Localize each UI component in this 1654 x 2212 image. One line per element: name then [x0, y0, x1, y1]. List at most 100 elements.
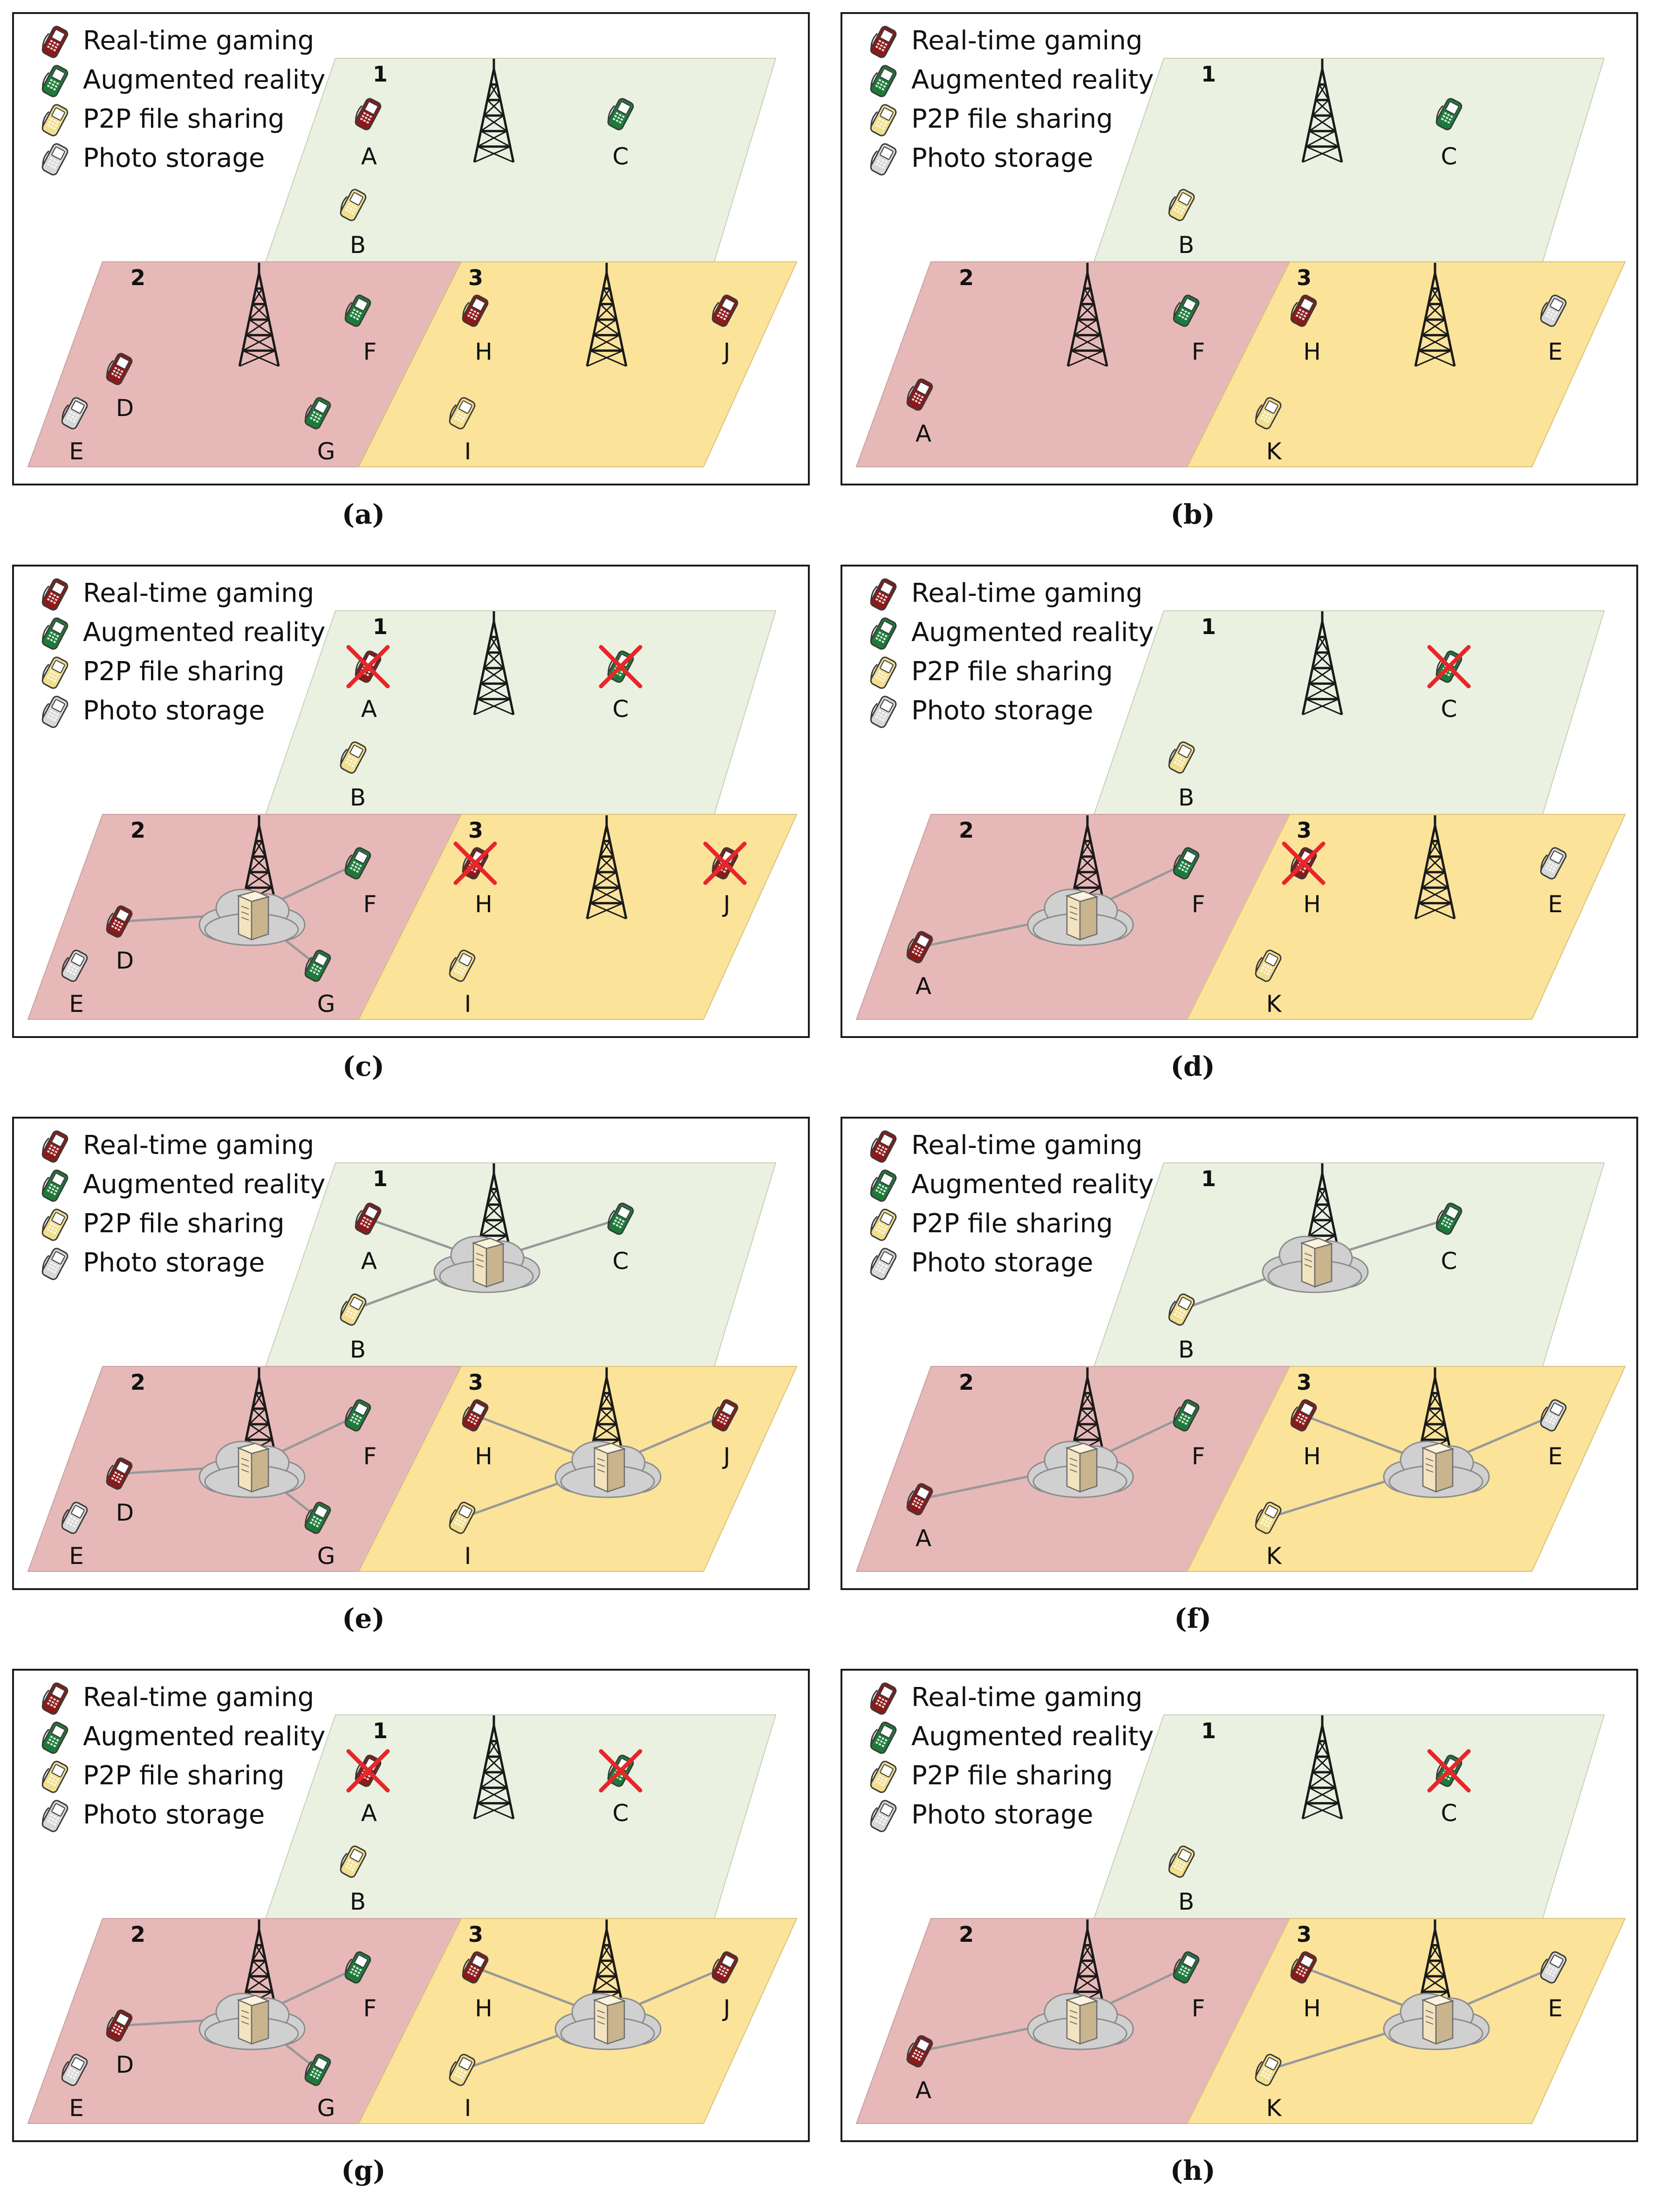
device-label-B: B — [350, 1888, 366, 1915]
legend-label: Photo storage — [83, 1248, 265, 1278]
gaming-phone-icon-A — [906, 378, 933, 411]
device-label-K: K — [1266, 2095, 1282, 2122]
legend-label: Real-time gaming — [83, 1130, 314, 1161]
legend-label: P2P file sharing — [911, 1208, 1113, 1239]
ar-phone-icon-F — [344, 1951, 371, 1984]
cell-tower-icon-1 — [473, 59, 515, 163]
device-label-F: F — [363, 1443, 377, 1470]
gaming-phone-icon-A — [355, 98, 382, 130]
legend-label: Real-time gaming — [911, 1682, 1143, 1713]
photo-phone-icon-E — [61, 949, 88, 982]
cell-tower-icon-3 — [586, 815, 628, 920]
device-label-I: I — [465, 438, 472, 465]
excluded-cross-icon-C — [599, 1749, 642, 1793]
cell-tower-icon-3 — [1414, 815, 1456, 920]
legend-label: Photo storage — [911, 696, 1094, 726]
gaming-phone-icon-H — [1290, 294, 1317, 327]
device-label-C: C — [613, 1248, 629, 1275]
device-label-B: B — [350, 1336, 366, 1363]
server-cloud-icon-2 — [198, 888, 306, 946]
legend-label: Photo storage — [911, 1800, 1094, 1830]
legend-label: Photo storage — [911, 143, 1094, 173]
gaming-phone-icon-legend-0 — [41, 578, 68, 611]
region-number-2: 2 — [959, 265, 974, 290]
device-label-H: H — [475, 1995, 492, 2022]
legend-label: P2P file sharing — [911, 104, 1113, 134]
gaming-phone-icon-A — [906, 2035, 933, 2068]
p2p-phone-icon-K — [1255, 397, 1282, 430]
region-1-area — [265, 58, 777, 262]
server-cloud-icon-3 — [1383, 1441, 1490, 1498]
cell-tower-icon-3 — [586, 263, 628, 367]
cell-tower-icon-1 — [1301, 59, 1343, 163]
ar-phone-icon-F — [1173, 1951, 1200, 1984]
device-label-F: F — [363, 338, 377, 365]
photo-phone-icon-legend-3 — [41, 143, 68, 176]
region-number-2: 2 — [130, 1370, 145, 1395]
legend-label: Augmented reality — [911, 65, 1154, 95]
ar-phone-icon-legend-1 — [41, 65, 68, 97]
excluded-cross-icon-A — [346, 645, 390, 689]
ar-phone-icon-legend-1 — [870, 1169, 897, 1202]
gaming-phone-icon-A — [355, 1202, 382, 1235]
photo-phone-icon-legend-3 — [870, 1248, 897, 1280]
photo-phone-icon-E — [61, 397, 88, 430]
device-label-D: D — [116, 2051, 134, 2078]
device-label-I: I — [465, 990, 472, 1017]
device-label-F: F — [363, 891, 377, 918]
gaming-phone-icon-H — [462, 1951, 489, 1984]
device-label-H: H — [1303, 338, 1321, 365]
region-number-3: 3 — [1297, 265, 1312, 290]
photo-phone-icon-legend-3 — [870, 1800, 897, 1832]
region-number-1: 1 — [1201, 614, 1216, 639]
cell-tower-icon-1 — [473, 1715, 515, 1820]
photo-phone-icon-legend-3 — [41, 696, 68, 728]
legend-label: P2P file sharing — [83, 104, 285, 134]
p2p-phone-icon-legend-2 — [870, 656, 897, 689]
ar-phone-icon-legend-1 — [41, 1169, 68, 1202]
device-label-G: G — [317, 990, 335, 1017]
gaming-phone-icon-H — [462, 294, 489, 327]
region-number-2: 2 — [959, 1370, 974, 1395]
device-label-I: I — [465, 1543, 472, 1570]
ar-phone-icon-F — [344, 294, 371, 327]
excluded-cross-icon-A — [346, 1749, 390, 1793]
p2p-phone-icon-B — [340, 741, 367, 774]
legend-label: Augmented reality — [83, 1721, 326, 1752]
excluded-cross-icon-J — [703, 841, 747, 885]
legend-label: P2P file sharing — [83, 656, 285, 687]
device-label-E: E — [69, 438, 84, 465]
photo-phone-icon-E — [1540, 294, 1567, 327]
p2p-phone-icon-K — [1255, 1502, 1282, 1534]
device-label-A: A — [361, 1248, 377, 1275]
device-label-B: B — [1178, 784, 1194, 811]
region-number-3: 3 — [468, 265, 483, 290]
excluded-cross-icon-H — [453, 841, 497, 885]
photo-phone-icon-E — [61, 1502, 88, 1534]
p2p-phone-icon-I — [449, 2054, 476, 2086]
panel-caption: (a) — [342, 498, 385, 530]
cell-tower-icon-1 — [1301, 611, 1343, 716]
ar-phone-icon-G — [304, 949, 331, 982]
excluded-cross-icon-C — [599, 645, 642, 689]
ar-phone-icon-F — [1173, 847, 1200, 880]
excluded-cross-icon-C — [1427, 645, 1471, 689]
ar-phone-icon-legend-1 — [870, 1721, 897, 1754]
region-number-1: 1 — [373, 61, 388, 87]
region-number-2: 2 — [130, 818, 145, 843]
p2p-phone-icon-I — [449, 1502, 476, 1534]
region-number-2: 2 — [130, 1922, 145, 1947]
legend-label: Augmented reality — [911, 1169, 1154, 1200]
device-label-A: A — [361, 143, 377, 170]
device-label-B: B — [350, 784, 366, 811]
cell-tower-icon-1 — [473, 611, 515, 716]
legend-label: P2P file sharing — [83, 1208, 285, 1239]
panel-caption: (h) — [1170, 2155, 1216, 2186]
p2p-phone-icon-legend-2 — [41, 1208, 68, 1241]
device-label-A: A — [916, 2077, 931, 2104]
region-number-1: 1 — [373, 614, 388, 639]
photo-phone-icon-E — [1540, 847, 1567, 880]
